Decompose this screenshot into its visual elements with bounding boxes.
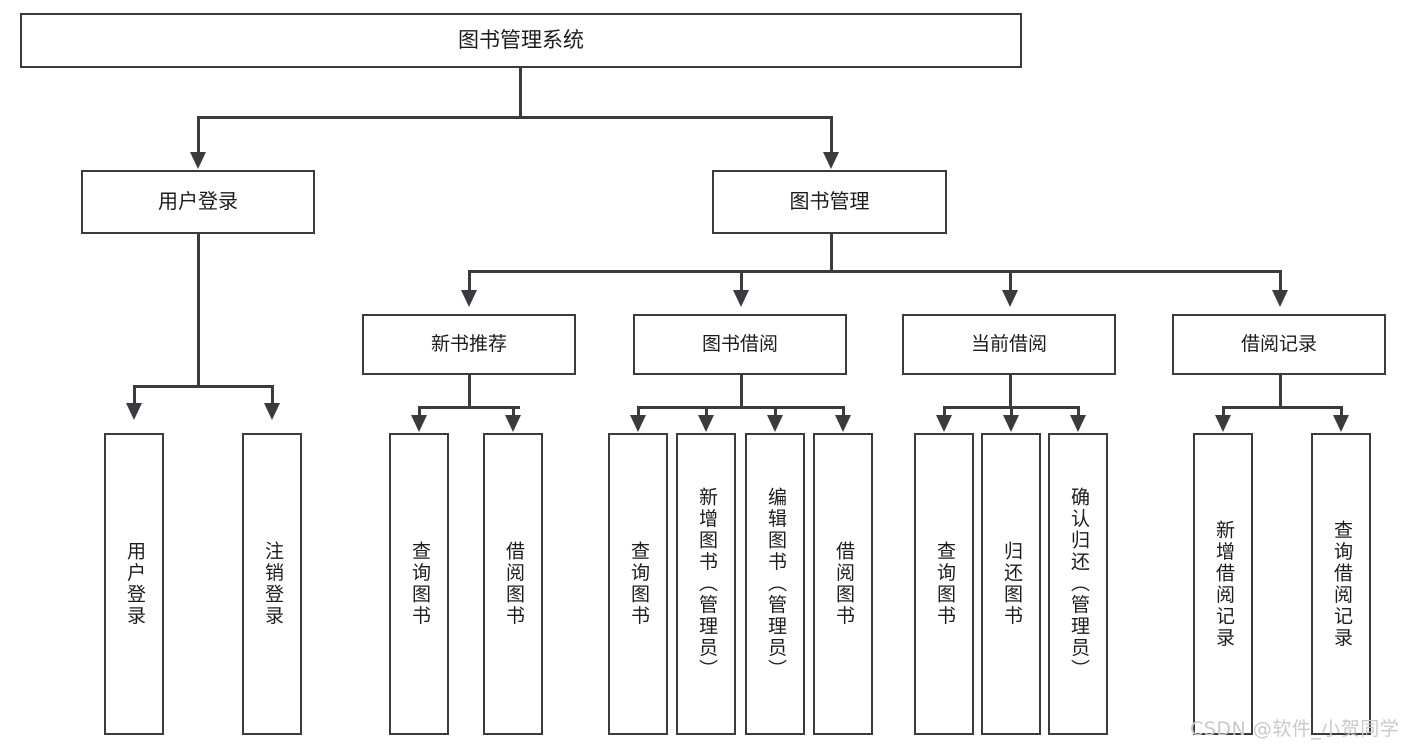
- arrowhead-new-book: [461, 290, 477, 307]
- leaf-query-book-current[interactable]: 查询图书: [914, 433, 974, 735]
- edge-current-borrow-drop-2: [1010, 406, 1013, 418]
- arrowhead-leaf-add-book: [698, 415, 714, 432]
- node-label: 当前借阅: [970, 333, 1047, 356]
- edge-book-borrow-drop-3: [774, 406, 777, 418]
- leaf-confirm-return-admin[interactable]: 确认归还（管理员）: [1048, 433, 1108, 735]
- leaf-add-book-admin[interactable]: 新增图书（管理员）: [676, 433, 736, 735]
- node-label: 用户登录: [158, 189, 238, 214]
- node-label: 查询图书: [408, 541, 431, 627]
- leaf-query-book-recommend[interactable]: 查询图书: [389, 433, 449, 735]
- arrowhead-leaf-query-book-1: [411, 415, 427, 432]
- edge-new-book-stem: [468, 375, 471, 408]
- node-current-borrow[interactable]: 当前借阅: [902, 314, 1116, 375]
- arrowhead-leaf-query-record: [1333, 415, 1349, 432]
- leaf-add-borrow-record[interactable]: 新增借阅记录: [1193, 433, 1253, 735]
- arrowhead-book-borrow: [733, 290, 749, 307]
- edge-borrow-record-drop-2: [1340, 406, 1343, 418]
- node-label: 图书借阅: [701, 333, 778, 356]
- node-label: 查询借阅记录: [1330, 519, 1353, 649]
- edge-to-book-manage: [830, 116, 833, 154]
- node-label: 借阅记录: [1240, 333, 1317, 356]
- arrowhead-leaf-query-book-2: [630, 415, 646, 432]
- arrowhead-leaf-add-record: [1215, 415, 1231, 432]
- node-label: 借阅图书: [832, 541, 855, 627]
- edge-user-login-drop-2: [271, 385, 274, 405]
- edge-current-borrow-drop-1: [943, 406, 946, 418]
- arrowhead-leaf-borrow-book-1: [505, 415, 521, 432]
- node-label: 查询图书: [933, 541, 956, 627]
- edge-borrow-record-bus: [1222, 406, 1342, 409]
- node-label: 确认归还（管理员）: [1067, 487, 1090, 681]
- edge-book-manage-stem: [830, 234, 833, 272]
- arrowhead-user-login: [190, 152, 206, 169]
- arrowhead-leaf-return-book: [1003, 415, 1019, 432]
- arrowhead-leaf-confirm-return: [1070, 415, 1086, 432]
- edge-tier2-bus: [197, 116, 832, 119]
- edge-borrow-record-stem: [1279, 375, 1282, 408]
- edge-to-current-borrow: [1009, 270, 1012, 292]
- node-label: 新增借阅记录: [1212, 519, 1235, 649]
- node-label: 图书管理系统: [458, 28, 584, 53]
- node-label: 新增图书（管理员）: [695, 487, 718, 681]
- leaf-query-borrow-record[interactable]: 查询借阅记录: [1311, 433, 1371, 735]
- leaf-query-book-borrow[interactable]: 查询图书: [608, 433, 668, 735]
- csdn-watermark: CSDN @软件_小贺同学: [1190, 718, 1400, 740]
- arrowhead-borrow-record: [1272, 290, 1288, 307]
- edge-new-book-drop-2: [512, 406, 515, 418]
- node-book-borrow[interactable]: 图书借阅: [633, 314, 847, 375]
- node-label: 归还图书: [1000, 541, 1023, 627]
- edge-to-book-borrow: [740, 270, 743, 292]
- edge-new-book-drop-1: [418, 406, 421, 418]
- edge-to-borrow-record: [1279, 270, 1282, 292]
- edge-book-borrow-bus: [637, 406, 843, 409]
- node-borrow-record[interactable]: 借阅记录: [1172, 314, 1386, 375]
- edge-book-borrow-drop-4: [842, 406, 845, 418]
- edge-current-borrow-drop-3: [1077, 406, 1080, 418]
- edge-user-login-stem: [197, 234, 200, 387]
- node-label: 用户登录: [123, 541, 146, 627]
- edge-to-user-login: [197, 116, 200, 154]
- arrowhead-leaf-query-book-3: [936, 415, 952, 432]
- leaf-return-book[interactable]: 归还图书: [981, 433, 1041, 735]
- edge-borrow-record-drop-1: [1222, 406, 1225, 418]
- edge-book-borrow-drop-2: [705, 406, 708, 418]
- leaf-borrow-book[interactable]: 借阅图书: [813, 433, 873, 735]
- arrowhead-current-borrow: [1002, 290, 1018, 307]
- edge-tier3-bus: [468, 270, 1282, 273]
- edge-current-borrow-stem: [1009, 375, 1012, 408]
- arrowhead-leaf-borrow-book-2: [835, 415, 851, 432]
- node-new-book-recommend[interactable]: 新书推荐: [362, 314, 576, 375]
- node-label: 图书管理: [789, 189, 870, 214]
- leaf-edit-book-admin[interactable]: 编辑图书（管理员）: [745, 433, 805, 735]
- node-user-login[interactable]: 用户登录: [81, 170, 315, 234]
- node-label: 借阅图书: [502, 541, 525, 627]
- node-label: 查询图书: [627, 541, 650, 627]
- arrowhead-leaf-user-login: [126, 403, 142, 420]
- leaf-borrow-book-recommend[interactable]: 借阅图书: [483, 433, 543, 735]
- edge-book-borrow-drop-1: [637, 406, 640, 418]
- node-root-system[interactable]: 图书管理系统: [20, 13, 1022, 68]
- node-label: 新书推荐: [430, 333, 507, 356]
- edge-user-login-bus: [133, 385, 273, 388]
- node-label: 编辑图书（管理员）: [764, 487, 787, 681]
- node-book-manage[interactable]: 图书管理: [712, 170, 947, 234]
- leaf-user-login[interactable]: 用户登录: [104, 433, 164, 735]
- leaf-logout[interactable]: 注销登录: [242, 433, 302, 735]
- arrowhead-leaf-logout: [264, 403, 280, 420]
- edge-book-borrow-stem: [740, 375, 743, 408]
- arrowhead-leaf-edit-book: [767, 415, 783, 432]
- edge-new-book-bus: [418, 406, 520, 409]
- edge-user-login-drop-1: [133, 385, 136, 405]
- edge-root-stem: [519, 68, 522, 118]
- edge-to-new-book: [468, 270, 471, 292]
- node-label: 注销登录: [261, 541, 284, 627]
- arrowhead-book-manage: [823, 152, 839, 169]
